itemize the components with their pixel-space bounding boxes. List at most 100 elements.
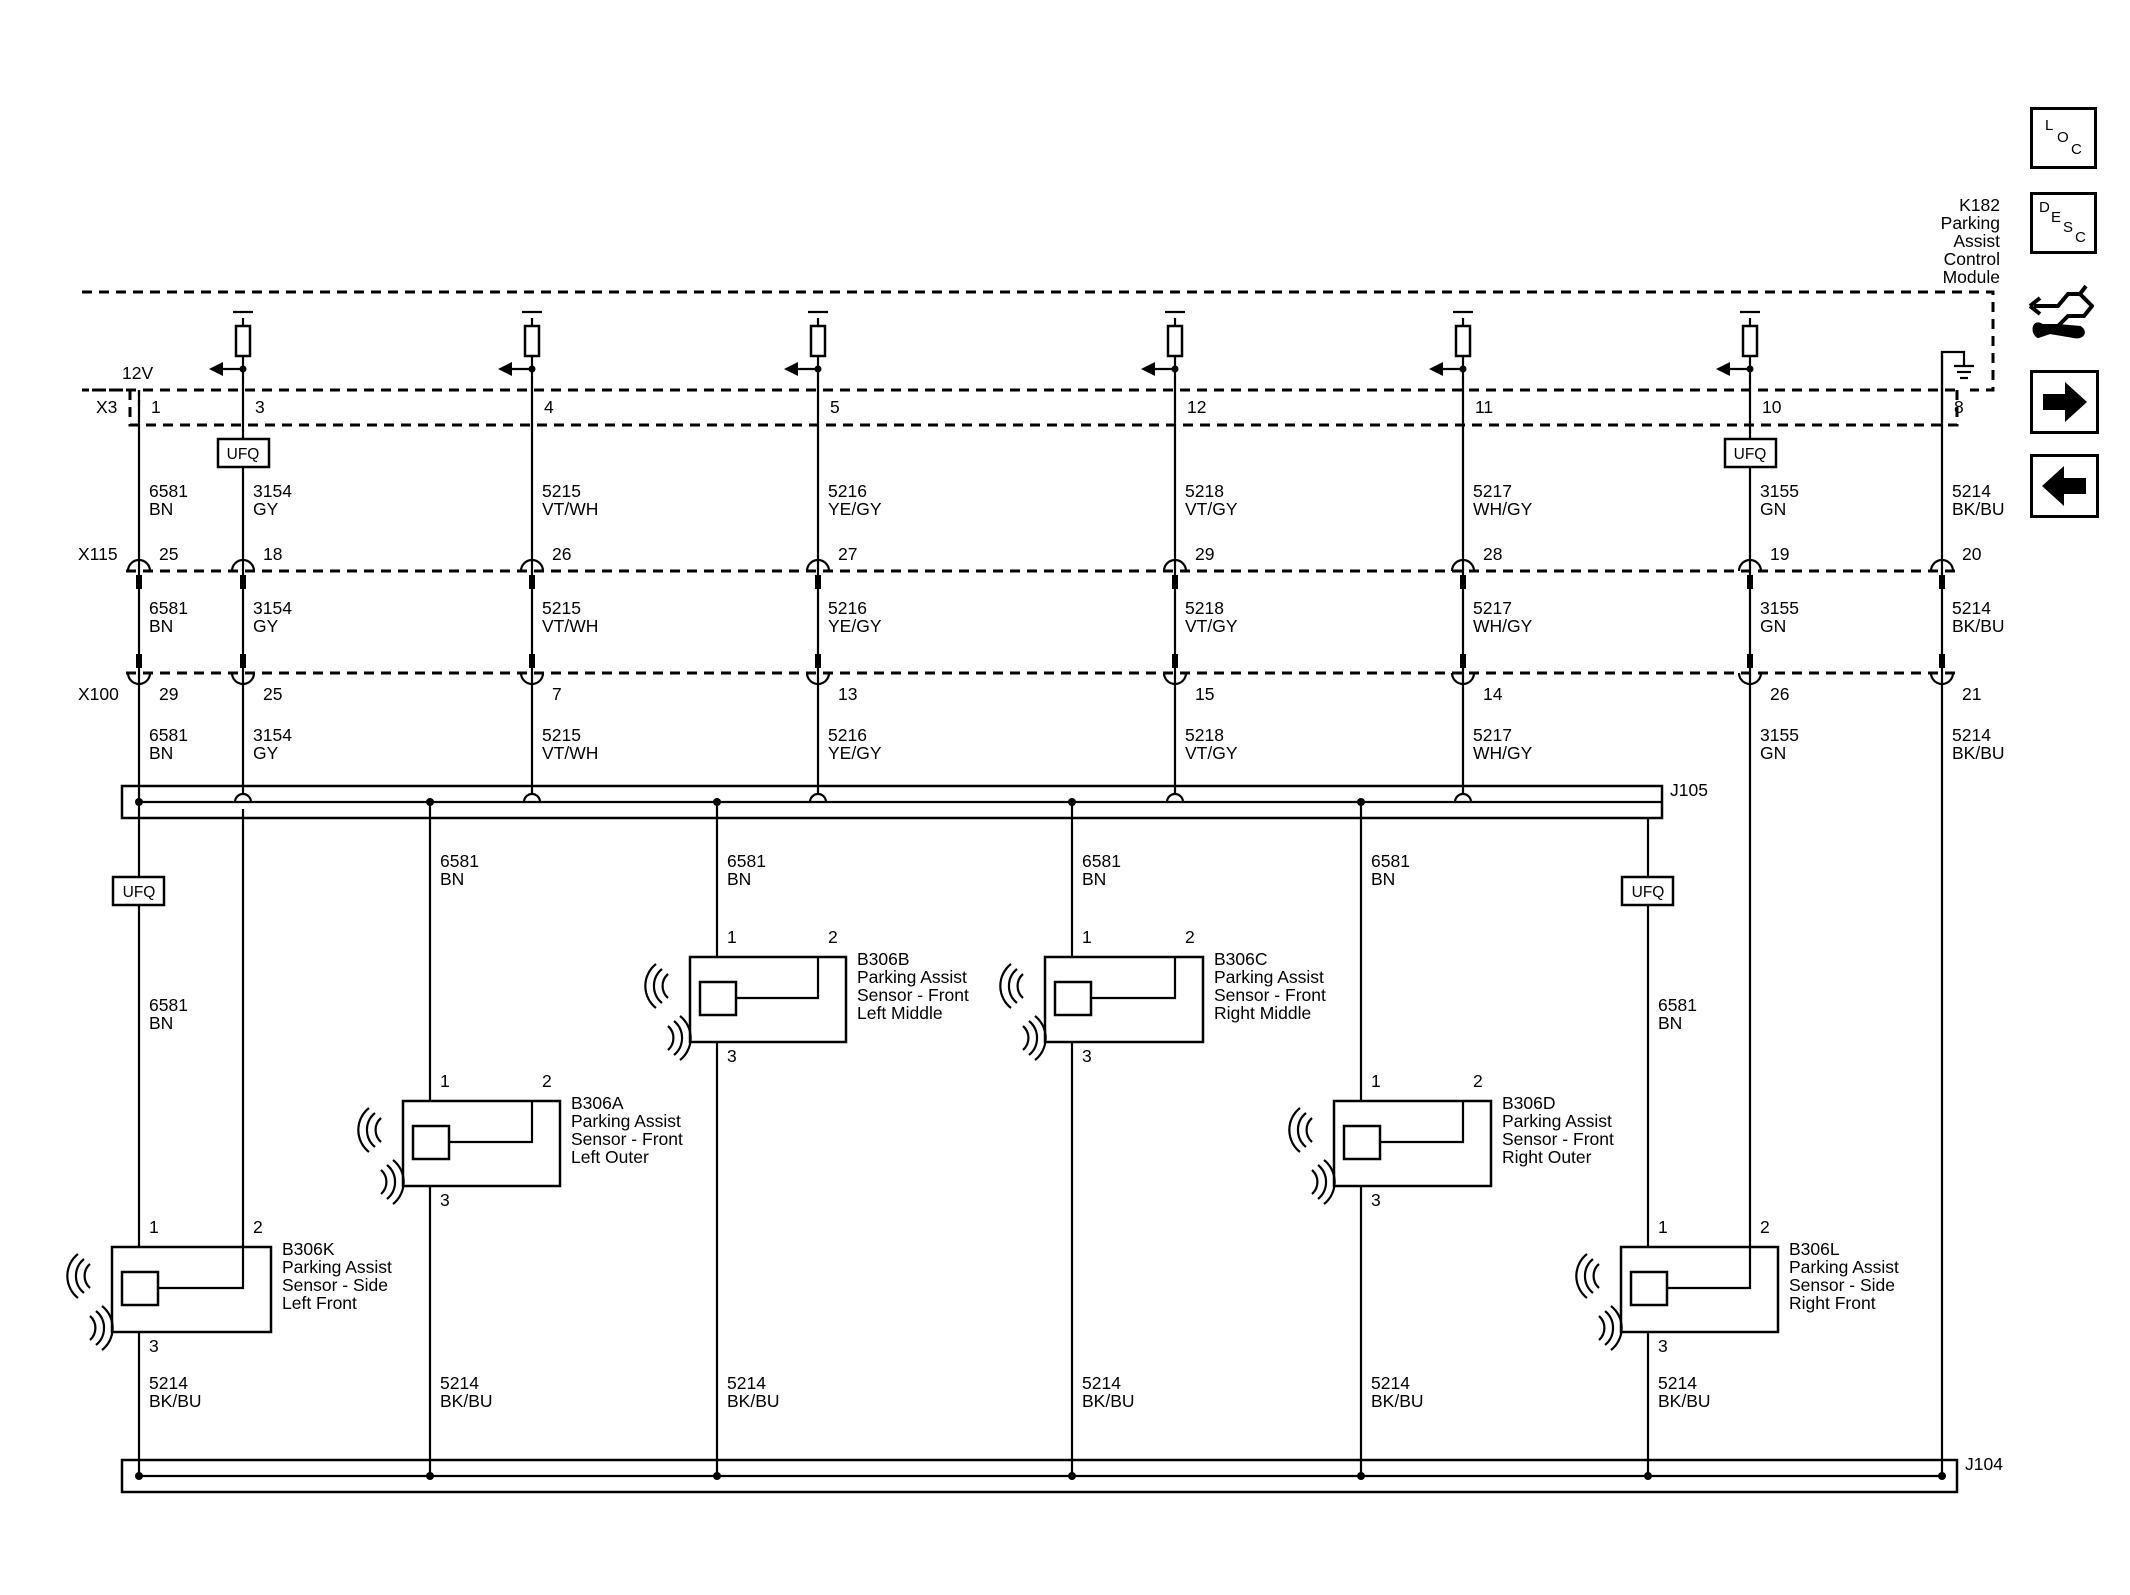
ultrasonic-wave-icon xyxy=(999,962,1047,1062)
circuit-number: 6581 xyxy=(1371,851,1410,871)
circuit-number: 5214 xyxy=(1952,598,1991,618)
sensor-pin-number: 2 xyxy=(1760,1217,1770,1237)
wire-color: GN xyxy=(1760,499,1786,519)
sensor-description-line: Left Front xyxy=(282,1293,357,1313)
x100-pin-number: 7 xyxy=(552,684,562,704)
wire-color: BN xyxy=(149,1013,173,1033)
desc-button[interactable]: D E S C xyxy=(2030,192,2097,254)
supply-label: 12V xyxy=(122,363,153,383)
module-name-line: Module xyxy=(1943,267,2000,287)
resistor-icon xyxy=(1166,324,1184,358)
x100-pin-number: 25 xyxy=(263,684,282,704)
circuit-number: 5218 xyxy=(1185,598,1224,618)
wire-columns: 16581BN6581BN6581BN25293UFQ3154GY3154GY3… xyxy=(126,310,2005,1476)
module-pin-number: 1 xyxy=(151,397,161,417)
ufq-label: UFQ xyxy=(1632,884,1665,901)
wire-color: WH/GY xyxy=(1473,499,1533,519)
wire-color: YE/GY xyxy=(828,499,882,519)
circuit-number: 5214 xyxy=(149,1373,188,1393)
splice-j104-box xyxy=(120,1458,1959,1494)
wire-color: YE/GY xyxy=(828,616,882,636)
sensor-id: B306B xyxy=(857,949,910,969)
circuit-number: 3154 xyxy=(253,725,292,745)
module-pin-number: 8 xyxy=(1954,397,1964,417)
sensor-description-line: Sensor - Front xyxy=(1502,1129,1614,1149)
desc-letter: E xyxy=(2051,209,2062,226)
circuit-number: 5214 xyxy=(1952,481,1991,501)
circuit-number: 5214 xyxy=(1082,1373,1121,1393)
sensor-pin-number: 3 xyxy=(727,1046,737,1066)
circuit-number: 3155 xyxy=(1760,481,1799,501)
connector-view-icon[interactable] xyxy=(2028,276,2100,346)
branch-wires: 6581BN5214BK/BU6581BN5214BK/BU6581BN5214… xyxy=(111,798,1946,1480)
wire-color: BN xyxy=(1658,1013,1682,1033)
wire-color: BK/BU xyxy=(1952,616,2005,636)
sensor-description-line: Sensor - Front xyxy=(1214,985,1326,1005)
wire-color: VT/WH xyxy=(542,743,598,763)
ultrasonic-wave-icon xyxy=(1575,1252,1623,1352)
sensor-element xyxy=(1053,980,1093,1017)
circuit-number: 5215 xyxy=(542,598,581,618)
circuit-number: 6581 xyxy=(440,851,479,871)
wire-color: BK/BU xyxy=(149,1391,202,1411)
splice-j105-label: J105 xyxy=(1670,780,1708,800)
sensor-element xyxy=(1629,1270,1669,1307)
circuit-number: 6581 xyxy=(727,851,766,871)
loc-letter: L xyxy=(2045,117,2054,134)
wire-color: BN xyxy=(149,616,173,636)
circuit-number: 3154 xyxy=(253,598,292,618)
wire-color: BK/BU xyxy=(1658,1391,1711,1411)
sensor-pin-number: 3 xyxy=(1371,1190,1381,1210)
circuit-number: 6581 xyxy=(149,995,188,1015)
arrow-icon xyxy=(498,362,512,376)
module-pin-number: 12 xyxy=(1187,397,1206,417)
circuit-number: 3154 xyxy=(253,481,292,501)
wire-color: VT/GY xyxy=(1185,499,1238,519)
sensor-pin-number: 3 xyxy=(1082,1046,1092,1066)
arrow-icon xyxy=(209,362,223,376)
circuit-number: 5214 xyxy=(727,1373,766,1393)
sensor-description-line: Parking Assist xyxy=(1789,1257,1899,1277)
circuit-number: 5214 xyxy=(1952,725,1991,745)
left-arrow-icon xyxy=(2042,466,2086,506)
sensor-id: B306K xyxy=(282,1239,335,1259)
wire-color: BK/BU xyxy=(1952,499,2005,519)
sensor-description-line: Right Outer xyxy=(1502,1147,1592,1167)
circuit-number: 5216 xyxy=(828,598,867,618)
wire-color: BK/BU xyxy=(1371,1391,1424,1411)
wire-color: VT/GY xyxy=(1185,616,1238,636)
arrow-icon xyxy=(1716,362,1730,376)
sensor-id: B306D xyxy=(1502,1093,1556,1113)
desc-letter: D xyxy=(2039,199,2050,216)
wire-color: WH/GY xyxy=(1473,616,1533,636)
loc-button[interactable]: L O C xyxy=(2030,107,2097,169)
sensor-pin-number: 3 xyxy=(440,1190,450,1210)
module-name-line: Parking xyxy=(1941,213,2000,233)
next-page-button[interactable] xyxy=(2030,370,2099,434)
sensor-id: B306L xyxy=(1789,1239,1840,1259)
wire-color: BN xyxy=(1082,869,1106,889)
arrow-icon xyxy=(1429,362,1443,376)
sensor-id: B306C xyxy=(1214,949,1268,969)
x100-pin-number: 21 xyxy=(1962,684,1981,704)
sensor-description-line: Parking Assist xyxy=(1502,1111,1612,1131)
sensor-element xyxy=(411,1124,451,1161)
sensor-description-line: Left Middle xyxy=(857,1003,943,1023)
x100-pin-number: 26 xyxy=(1770,684,1789,704)
wire-color: YE/GY xyxy=(828,743,882,763)
circuit-number: 5215 xyxy=(542,481,581,501)
x100-pin-number: 13 xyxy=(838,684,857,704)
wire-color: GN xyxy=(1760,743,1786,763)
prev-page-button[interactable] xyxy=(2030,454,2099,518)
ultrasonic-wave-icon xyxy=(66,1252,114,1352)
wire-color: WH/GY xyxy=(1473,743,1533,763)
sensor-body xyxy=(688,955,848,1044)
connector-x3-label: X3 xyxy=(96,397,117,417)
